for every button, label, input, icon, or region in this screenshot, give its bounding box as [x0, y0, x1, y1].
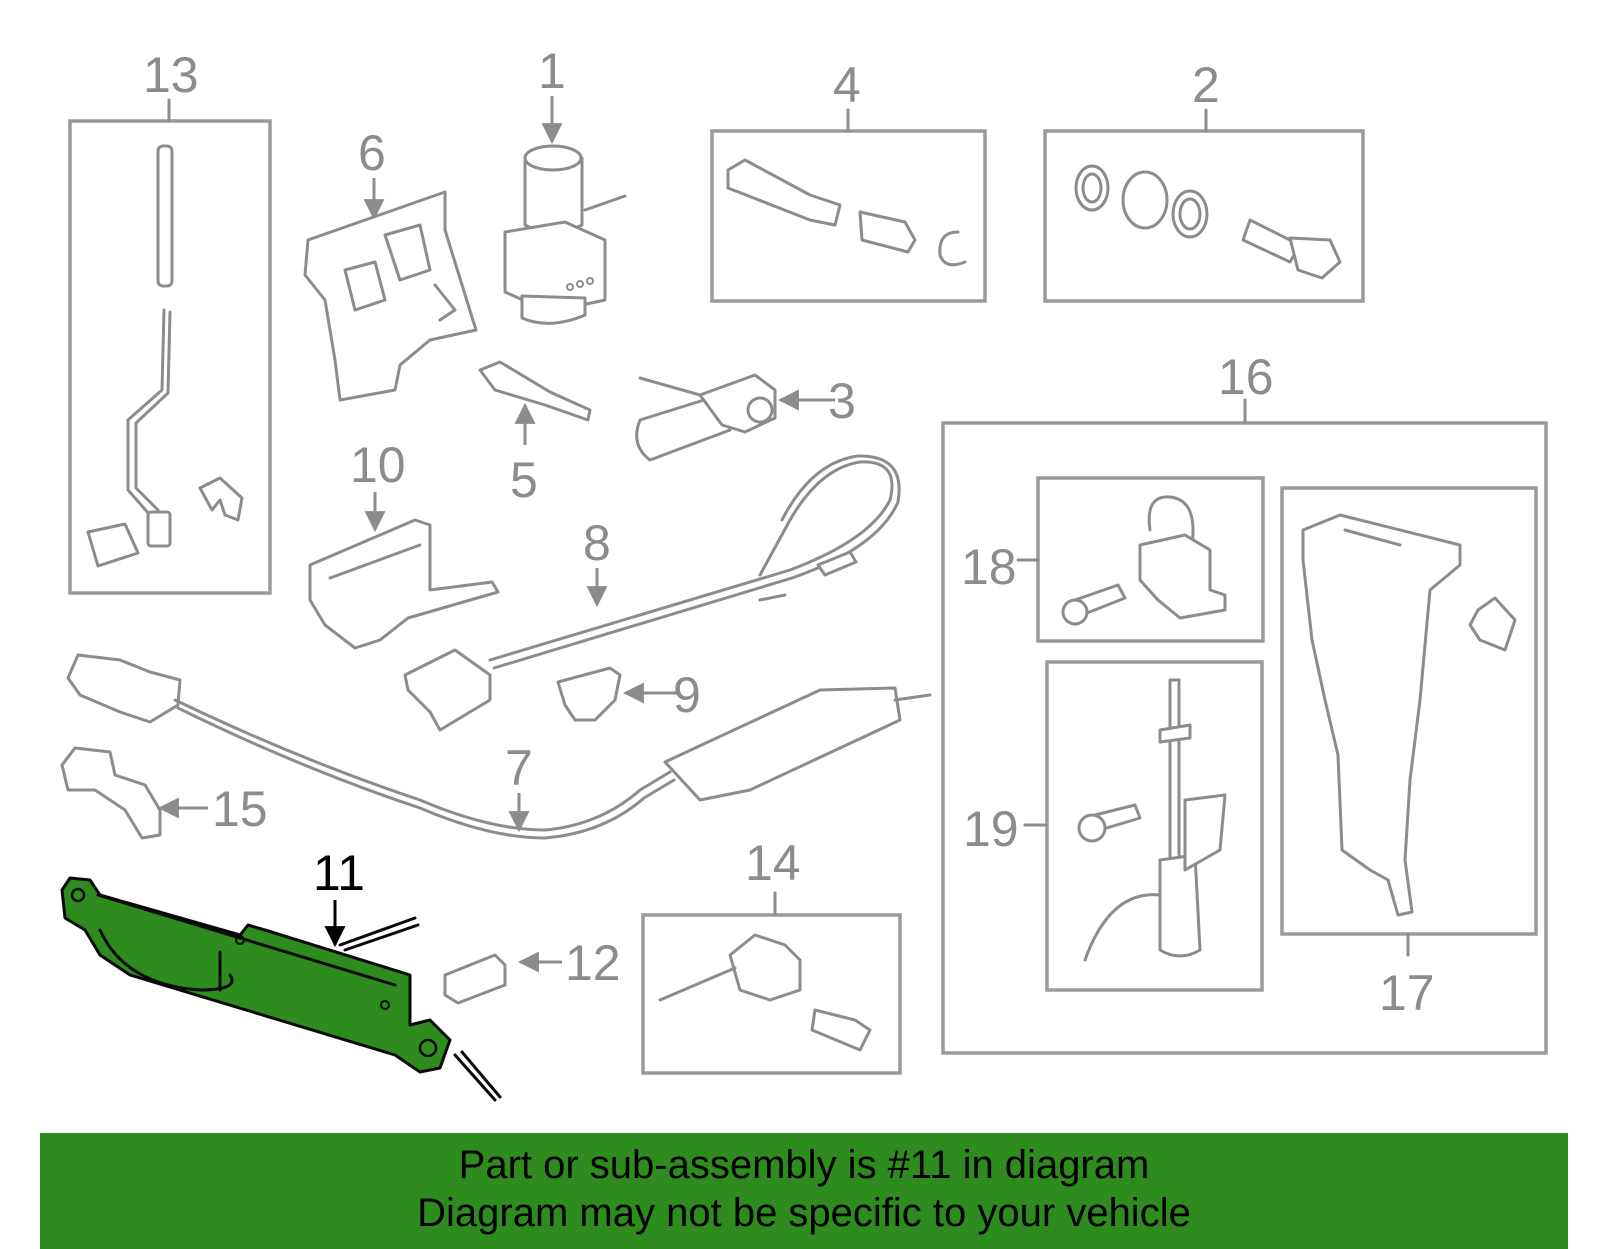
info-banner: Part or sub-assembly is #11 in diagram D… — [40, 1133, 1568, 1249]
part-16-group[interactable]: 16 18 19 17 — [941, 349, 1548, 1055]
part-11-group[interactable]: 11 — [60, 845, 502, 1102]
callout-3[interactable]: 3 — [828, 373, 856, 429]
callout-7[interactable]: 7 — [505, 740, 533, 796]
callout-8[interactable]: 8 — [583, 515, 611, 571]
part-12-group[interactable]: 12 — [443, 935, 621, 1005]
part-2-group[interactable]: 2 — [1043, 57, 1365, 303]
part-11-cylinder — [60, 876, 452, 1074]
callout-12[interactable]: 12 — [565, 935, 621, 991]
part-14-group[interactable]: 14 — [641, 835, 902, 1075]
part-5-group[interactable]: 5 — [478, 360, 592, 508]
callout-1[interactable]: 1 — [538, 43, 566, 99]
callout-19[interactable]: 19 — [963, 801, 1019, 857]
part-8-group[interactable]: 8 — [403, 454, 901, 732]
part-7-group[interactable]: 7 — [66, 653, 932, 840]
callout-11[interactable]: 11 — [313, 845, 365, 901]
callout-9[interactable]: 9 — [673, 667, 701, 723]
callout-16[interactable]: 16 — [1218, 349, 1274, 405]
part-15-group[interactable]: 15 — [60, 746, 268, 840]
part-10-group[interactable]: 10 — [308, 437, 500, 650]
part-3-group[interactable]: 3 — [635, 373, 856, 462]
callout-10[interactable]: 10 — [350, 437, 406, 493]
callout-17[interactable]: 17 — [1379, 965, 1435, 1021]
callout-18[interactable]: 18 — [961, 539, 1017, 595]
callout-5[interactable]: 5 — [510, 452, 538, 508]
callout-14[interactable]: 14 — [745, 835, 801, 891]
banner-line-1: Part or sub-assembly is #11 in diagram — [458, 1143, 1150, 1187]
callout-6[interactable]: 6 — [358, 125, 386, 181]
callout-15[interactable]: 15 — [212, 781, 268, 837]
callout-4[interactable]: 4 — [833, 57, 861, 113]
part-6-group[interactable]: 6 — [303, 125, 478, 402]
banner-line-2: Diagram may not be specific to your vehi… — [417, 1191, 1191, 1235]
part-1-group[interactable]: 1 — [503, 43, 627, 325]
callout-13[interactable]: 13 — [143, 47, 199, 103]
part-13-group[interactable]: 13 — [68, 47, 272, 595]
callout-2[interactable]: 2 — [1192, 57, 1220, 113]
part-4-group[interactable]: 4 — [710, 57, 987, 303]
part-9-group[interactable]: 9 — [556, 666, 701, 723]
part-4-box — [710, 129, 987, 303]
